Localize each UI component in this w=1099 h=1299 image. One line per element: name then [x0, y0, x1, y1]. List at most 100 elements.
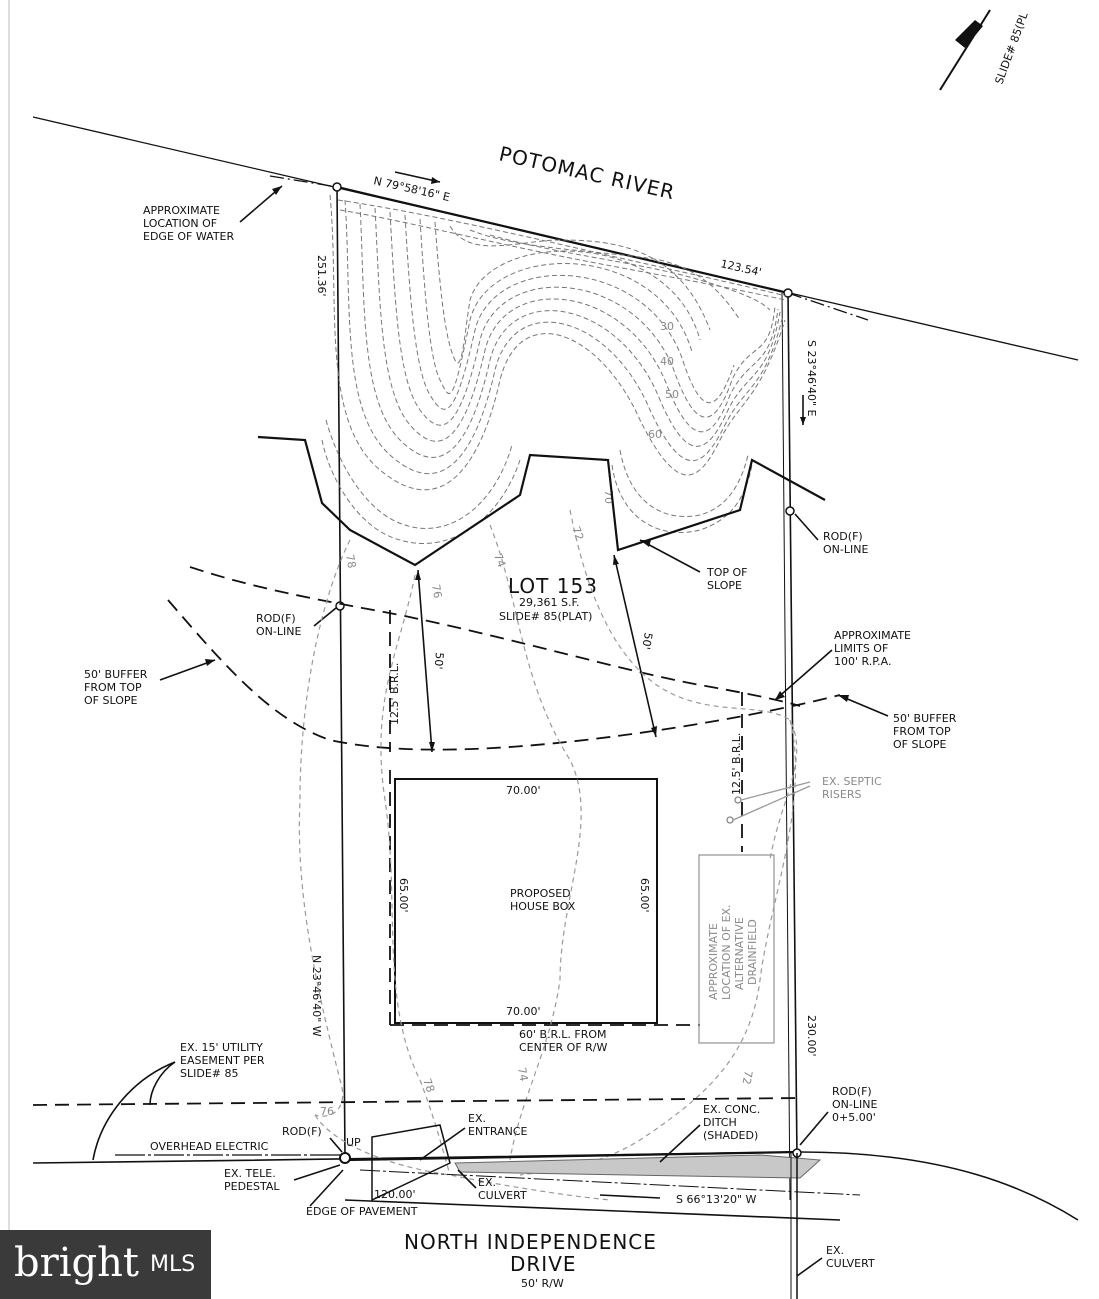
brl-right: 12.5' B.R.L.	[730, 692, 743, 852]
rod-front-line2: ON-LINE	[832, 1098, 877, 1111]
left-top-distance: 251.36'	[315, 255, 328, 297]
overhead-electric: OVERHEAD ELECTRIC	[115, 1140, 345, 1156]
rod-front-line1: ROD(F)	[832, 1085, 872, 1098]
lot-slide: SLIDE# 85(PLAT)	[499, 610, 592, 623]
left-bearing: N 23°46'40" W	[310, 955, 323, 1037]
right-distance: 230.00'	[805, 1015, 818, 1057]
rpa-line2: LIMITS OF	[834, 642, 888, 655]
water-label-line1: APPROXIMATE	[143, 204, 220, 217]
ditch-label: EX. CONC. DITCH (SHADED)	[659, 1103, 760, 1163]
entrance-outline	[371, 1124, 451, 1202]
water-edge-label: APPROXIMATE LOCATION OF EDGE OF WATER	[143, 185, 283, 243]
contour-label-30: 30	[660, 320, 674, 333]
rod-right-label: ROD(F) ON-LINE	[794, 513, 868, 556]
buffer-left-label: 50' BUFFER FROM TOP OF SLOPE	[84, 659, 216, 707]
buffer-line-upper	[189, 566, 801, 707]
corner-slide-text: SLIDE# 85(PL	[993, 10, 1031, 86]
water-edge-dashdot	[787, 292, 869, 321]
septic-line1: EX. SEPTIC	[822, 775, 882, 788]
bottom-bearing-arrow	[599, 1194, 661, 1199]
contour-label-76: 76	[429, 583, 444, 599]
ditch-line2: DITCH	[703, 1116, 737, 1129]
corner-symbol: SLIDE# 85(PL	[939, 9, 1031, 91]
tele-line1: EX. TELE.	[224, 1167, 276, 1180]
drainfield-line1: APPROXIMATE	[707, 923, 720, 1000]
rpa-line1: APPROXIMATE	[834, 629, 911, 642]
rpa-line3: 100' R.P.A.	[834, 655, 892, 668]
water-label-line2: LOCATION OF	[143, 217, 217, 230]
contour-label-72: 72	[569, 525, 586, 543]
rod-f-label: ROD(F)	[282, 1125, 322, 1138]
house-right-dim: 65.00'	[638, 878, 651, 913]
rpa-label: APPROXIMATE LIMITS OF 100' R.P.A.	[774, 629, 911, 701]
contour-label-74: 74	[491, 552, 508, 570]
dim-left-text: 50'	[432, 652, 446, 670]
culvert-left-line1: EX.	[478, 1176, 496, 1189]
culvert-right-label: EX. CULVERT	[796, 1244, 875, 1277]
house-label-line1: PROPOSED	[510, 887, 571, 900]
contour-label-60: 60	[648, 428, 662, 441]
left-property-line	[336, 186, 346, 1159]
contour-label-78: 78	[343, 553, 358, 569]
utility-easement-label: EX. 15' UTILITY EASEMENT PER SLIDE# 85	[92, 1041, 265, 1161]
contour-label-50: 50	[665, 388, 679, 401]
road-name-line1: NORTH INDEPENDENCE	[404, 1230, 657, 1254]
drainfield-label: APPROXIMATE LOCATION OF EX. ALTERNATIVE …	[707, 904, 759, 1000]
water-label-line3: EDGE OF WATER	[143, 230, 234, 243]
drainfield-line3: ALTERNATIVE	[733, 917, 746, 990]
drainfield-line4: DRAINFIELD	[746, 919, 759, 985]
corner-marker-ne	[783, 288, 793, 298]
rod-right-line1: ROD(F)	[823, 530, 863, 543]
dimension-50-left: 50'	[415, 569, 446, 753]
top-property-line	[336, 185, 789, 295]
bright-mls-logo: bright MLS	[0, 1230, 211, 1299]
up-label: UP	[346, 1136, 361, 1149]
buffer-right-label: 50' BUFFER FROM TOP OF SLOPE	[837, 694, 957, 751]
top-of-slope-line	[257, 435, 826, 567]
road-lower-line	[344, 1199, 841, 1221]
top-of-slope-label: TOP OF SLOPE	[639, 539, 748, 592]
culvert-left-line2: CULVERT	[478, 1189, 527, 1202]
rod-left-label: ROD(F) ON-LINE	[256, 607, 337, 638]
dim-right-text: 50'	[639, 631, 655, 650]
brl-left-text: 12.5' B.R.L.	[388, 663, 401, 725]
rod-right-line2: ON-LINE	[823, 543, 868, 556]
overhead-label: OVERHEAD ELECTRIC	[150, 1140, 269, 1153]
brl-front-line1: 60' B.R.L. FROM	[519, 1028, 607, 1041]
buffer-line-lower	[167, 599, 841, 751]
drainfield-box	[698, 854, 775, 1044]
culvert-right-line1: EX.	[826, 1244, 844, 1257]
rod-f-leader	[329, 1137, 343, 1153]
rod-front-line3: 0+5.00'	[832, 1111, 876, 1124]
buffer-left-line1: 50' BUFFER	[84, 668, 148, 681]
right-property-line-inner	[781, 292, 791, 1201]
contour-label-40: 40	[660, 355, 674, 368]
buffer-right-line2: FROM TOP	[893, 725, 951, 738]
right-bearing: S 23°46'40" E	[805, 340, 818, 417]
buffer-right-line3: OF SLOPE	[893, 738, 946, 751]
property-front-line	[344, 1150, 798, 1162]
utility-easement-line	[32, 1097, 801, 1106]
entrance-label: EX. ENTRANCE	[419, 1112, 528, 1161]
contour-label-76-lower: 78	[420, 1077, 437, 1095]
buffer-right-line1: 50' BUFFER	[893, 712, 957, 725]
utility-pole-icon	[339, 1152, 351, 1164]
house-top-dim: 70.00'	[506, 784, 541, 797]
dimension-50-right: 50'	[613, 554, 657, 738]
culvert-right-line2: CULVERT	[826, 1257, 875, 1270]
water-edge-dashdot-left	[269, 175, 338, 188]
entrance-line2: ENTRANCE	[468, 1125, 528, 1138]
buffer-left-line2: FROM TOP	[84, 681, 142, 694]
bottom-bearing: S 66°13'20" W	[676, 1193, 757, 1206]
entrance-line1: EX.	[468, 1112, 486, 1125]
contour-label-74-lower: 74	[515, 1066, 530, 1082]
contour-label-72-lower: 72	[740, 1069, 755, 1085]
bottom-distance: 120.00'	[374, 1188, 416, 1201]
ditch-line1: EX. CONC.	[703, 1103, 760, 1116]
tele-line2: PEDESTAL	[224, 1180, 280, 1193]
drainfield-line2: LOCATION OF EX.	[720, 904, 733, 1000]
rod-front-label: ROD(F) ON-LINE 0+5.00'	[799, 1085, 877, 1146]
brl-left: 12.5' B.R.L.	[388, 610, 401, 752]
road-rw: 50' R/W	[521, 1277, 564, 1290]
